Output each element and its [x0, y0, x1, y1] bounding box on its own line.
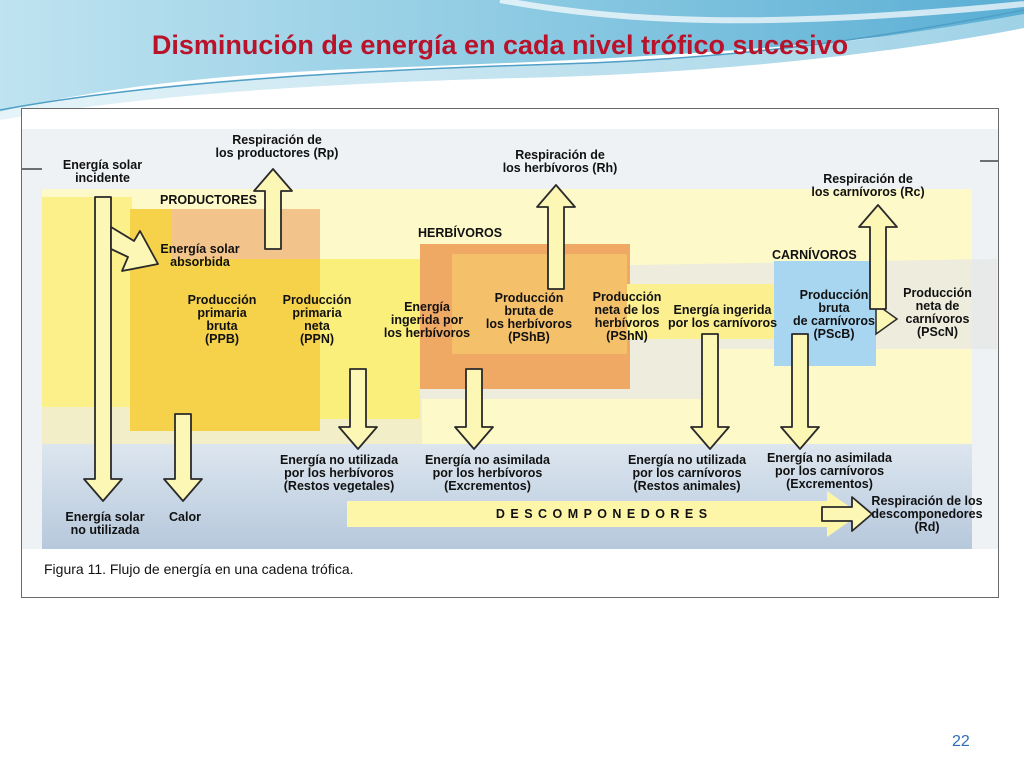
- productores-back: [172, 209, 320, 259]
- label-descomponedores: D E S C O M P O N E D O R E S: [495, 507, 709, 521]
- arrow-no-asim-carn: [780, 333, 820, 450]
- label-productores: PRODUCTORES: [160, 193, 258, 207]
- label-herbivoros: HERBÍVOROS: [418, 226, 503, 240]
- arrow-calor: [163, 413, 203, 502]
- lower-blue-band: [42, 444, 972, 549]
- slide-title: Disminución de energía en cada nivel tró…: [151, 30, 849, 60]
- arrow-rc: [858, 204, 898, 310]
- carnivore-ingest-band: [627, 284, 777, 339]
- herbivoros-inner: [452, 254, 627, 354]
- label-carnivoros: CARNÍVOROS: [772, 248, 857, 262]
- arrow-no-util-herb: [338, 368, 378, 450]
- arrow-rd: [821, 496, 873, 532]
- ppn-band: [320, 259, 420, 419]
- carnivoros-box: [774, 261, 876, 366]
- label-calor: Calor: [169, 510, 201, 524]
- descomponedores-band: [347, 491, 860, 537]
- arrow-no-asim-herb: [454, 368, 494, 450]
- figure-caption: Figura 11. Flujo de energía en una caden…: [44, 561, 354, 577]
- solar-band: [42, 197, 132, 407]
- arrow-rh: [536, 184, 576, 290]
- arrow-no-util-carn: [690, 333, 730, 450]
- arrow-solar-absorbed: [110, 226, 159, 272]
- energy-flow-diagram: [22, 129, 998, 549]
- arrow-rp: [253, 168, 293, 250]
- header-swoosh: [0, 0, 1024, 120]
- page-number: 22: [952, 733, 970, 750]
